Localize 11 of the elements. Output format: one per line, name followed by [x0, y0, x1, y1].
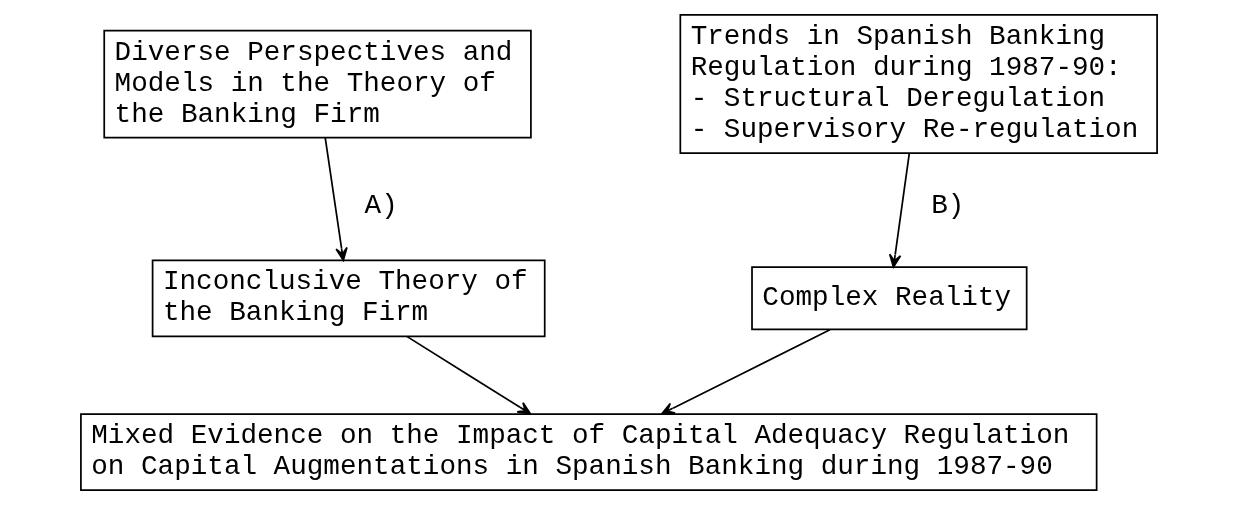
node-box: Trends in Spanish Banking Regulation during 1987-90: - Structural Deregulation - Supervisory Re-regulation	[679, 14, 1158, 155]
arrow	[324, 137, 348, 262]
node-box: Mixed Evidence on the Impact of Capital Adequacy Regulation on Capital Augmentations in Spanish Banking during 1987-90	[80, 413, 1098, 491]
edge-label: B)	[931, 190, 965, 222]
node-box: Inconclusive Theory of the Banking Firm	[151, 259, 546, 338]
arrow	[660, 328, 831, 415]
edge-label: A)	[364, 190, 398, 222]
arrow	[888, 152, 911, 268]
node-box: Complex Reality	[751, 266, 1028, 331]
arrow	[405, 335, 532, 415]
node-box: Diverse Perspectives and Models in the Theory of the Banking Firm	[103, 29, 532, 139]
